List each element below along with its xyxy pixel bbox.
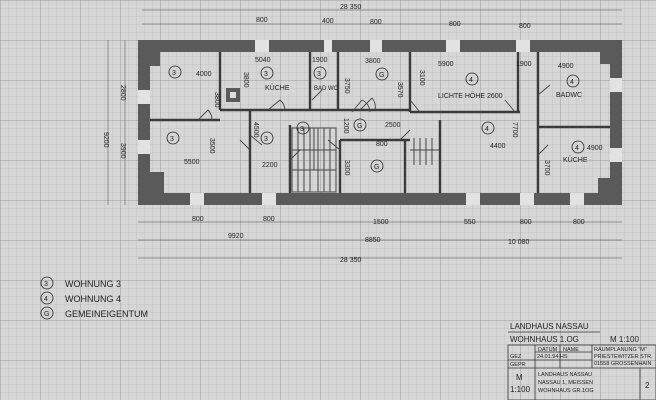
dim-left-lower: 3900: [119, 143, 126, 159]
room-size: 5500: [184, 159, 200, 166]
staircase: [410, 138, 440, 165]
dim-top-opening: 800: [449, 21, 461, 28]
footer-line: LANDHAUS NASSAU: [538, 372, 592, 378]
room-dim: 3570: [396, 82, 403, 98]
room-name: BAD WC: [314, 86, 339, 92]
room-dim: 3800: [213, 92, 220, 108]
room-name: LICHTE HÖHE 2600: [438, 92, 503, 100]
room-unit: 3: [264, 71, 268, 78]
dim-bottom-segment: 10 080: [508, 239, 530, 246]
dim-top-opening: 800: [370, 19, 382, 26]
room-size: 4900: [587, 145, 603, 152]
legend-symbol: G: [44, 311, 49, 318]
dim-bottom-opening: 550: [464, 219, 476, 226]
dim-bottom-opening: 800: [192, 216, 204, 223]
room-dim: 3300: [343, 160, 350, 176]
room-unit: 4: [575, 145, 579, 152]
room-size: 4400: [490, 143, 506, 150]
room-unit: 4: [570, 79, 574, 86]
room-unit: G: [379, 72, 384, 79]
room-unit: 4: [485, 126, 489, 133]
scale-box-m: M: [516, 373, 523, 382]
room-size: 4000: [196, 71, 212, 78]
room-unit: 3: [172, 70, 176, 77]
room-size: 5040: [255, 57, 271, 64]
dim-bottom-opening: 800: [520, 219, 532, 226]
legend: 3 WOHNUNG 3 4 WOHNUNG 4 G GEMEINEIGENTUM: [40, 276, 148, 320]
sheet-number: 2: [645, 381, 650, 390]
room-name: BADWC: [556, 92, 582, 99]
room-unit: 3: [317, 71, 321, 78]
door-swings: [197, 84, 551, 161]
room-dim: 3800: [242, 72, 249, 88]
dim-bottom-segment: 9920: [228, 233, 244, 240]
legend-label: GEMEINEIGENTUM: [65, 309, 148, 319]
office-line: RAUMPLANUNG "M": [594, 347, 647, 353]
drawing-title: WOHNHAUS 1.OG: [510, 335, 579, 344]
room-size: 2200: [262, 162, 278, 169]
footer-line: WOHNHAUS GR.1OG: [538, 388, 594, 394]
dim-bottom-total: 28 350: [340, 257, 362, 264]
room-dim: 3750: [343, 78, 350, 94]
room-dim: 3100: [418, 70, 425, 86]
dim-bottom-opening: 1500: [373, 219, 389, 226]
staircase: [291, 127, 337, 193]
room-unit: G: [357, 123, 362, 130]
scale-box-value: 1:100: [510, 385, 531, 394]
title-block: LANDHAUS NASSAU WOHNHAUS 1.OG M 1:100 DA…: [507, 322, 656, 400]
dim-left-total: 9200: [102, 132, 109, 148]
dim-bottom-opening: 800: [573, 219, 585, 226]
room-name: KÜCHE: [563, 156, 588, 164]
room-unit: 3: [170, 136, 174, 143]
room-dim: 4500: [252, 122, 259, 138]
room-dim: 1200: [342, 118, 349, 134]
legend-label: WOHNUNG 4: [65, 294, 121, 304]
legend-label: WOHNUNG 3: [65, 279, 121, 289]
dim-bottom-opening: 800: [263, 216, 275, 223]
room-unit: 4: [469, 77, 473, 84]
room-unit: 3: [300, 126, 304, 133]
scale-label: M 1:100: [610, 335, 639, 344]
room-size: 3800: [365, 58, 381, 65]
dim-top-opening: 400: [322, 18, 334, 25]
office-line: PRIESTEWITZER STR.: [594, 354, 653, 360]
room-unit: G: [374, 164, 379, 171]
room-name: KÜCHE: [265, 84, 290, 92]
dimension-lines: [107, 9, 622, 259]
building-walls: [138, 40, 622, 205]
room-dim: 3700: [543, 160, 550, 176]
room-dim: 3500: [208, 138, 215, 154]
col-name: NAME: [563, 347, 579, 353]
legend-symbol: 4: [44, 296, 48, 303]
dim-top-opening: 800: [519, 23, 531, 30]
footer-line: NASSAU 1, MEISSEN: [538, 380, 593, 386]
dim-top-opening: 800: [256, 17, 268, 24]
row-gez: GEZ: [510, 354, 522, 360]
row-gepr: GEPR: [510, 362, 526, 368]
legend-symbol: 3: [44, 281, 48, 288]
dim-top-total: 28 350: [340, 4, 362, 11]
room-dim: 1900: [516, 61, 532, 68]
room-labels: 3 4000 3800 3 5040 KÜCHE 3800 3 1900 BAD…: [166, 57, 603, 176]
room-size: 1900: [312, 57, 328, 64]
room-size: 4900: [558, 63, 574, 70]
dim-bottom-segment: 8850: [365, 237, 381, 244]
office-line: 01558 GROSSENHAIN: [594, 361, 651, 367]
project-title: LANDHAUS NASSAU: [510, 322, 589, 331]
room-dim: 800: [376, 141, 388, 148]
col-datum: DATUM: [538, 347, 558, 353]
gez-value: 24.01.94 HS: [537, 354, 568, 360]
room-size: 2500: [385, 122, 401, 129]
dim-left-upper: 2800: [119, 85, 126, 101]
room-unit: 3: [264, 136, 268, 143]
room-dim: 7700: [511, 122, 518, 138]
room-size: 5900: [438, 61, 454, 68]
